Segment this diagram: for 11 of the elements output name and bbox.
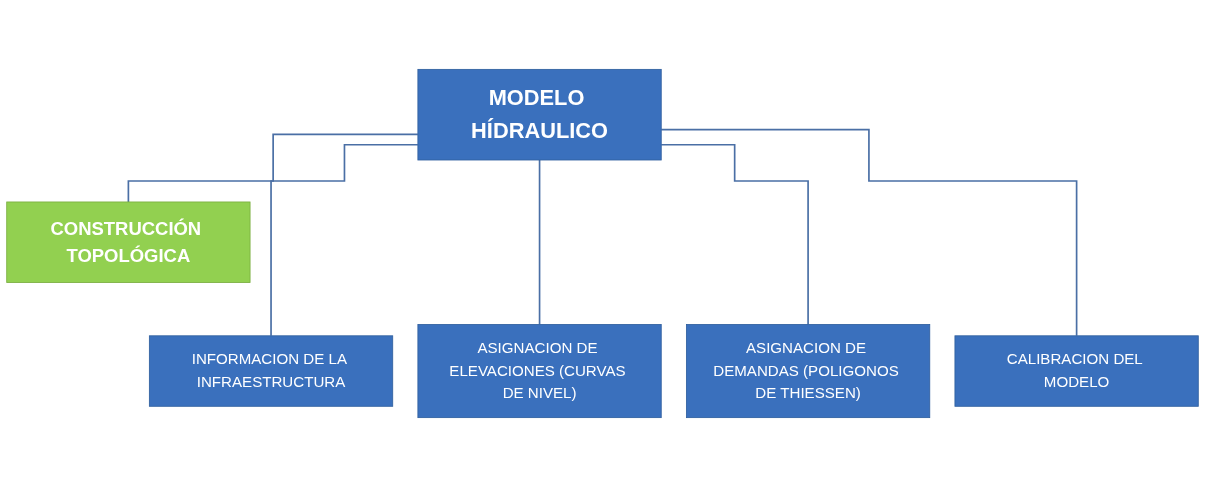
- connector: [660, 143, 809, 326]
- node-box: ASIGNACION DE ELEVACIONES (CURVAS DE NIVEL): [417, 324, 662, 419]
- connector: [270, 143, 419, 337]
- node-box: MODELO HÍDRAULICO: [417, 68, 662, 161]
- node-box: CONSTRUCCIÓN TOPOLÓGICA: [6, 201, 251, 283]
- connector: [660, 128, 1078, 337]
- node-box: INFORMACION DE LA INFRAESTRUCTURA: [148, 335, 394, 407]
- connector: [127, 133, 419, 203]
- connector: [538, 159, 541, 326]
- node-box: ASIGNACION DE DEMANDAS (POLIGONOS DE THIESSEN): [686, 324, 931, 419]
- node-box: CALIBRACION DEL MODELO: [954, 335, 1199, 407]
